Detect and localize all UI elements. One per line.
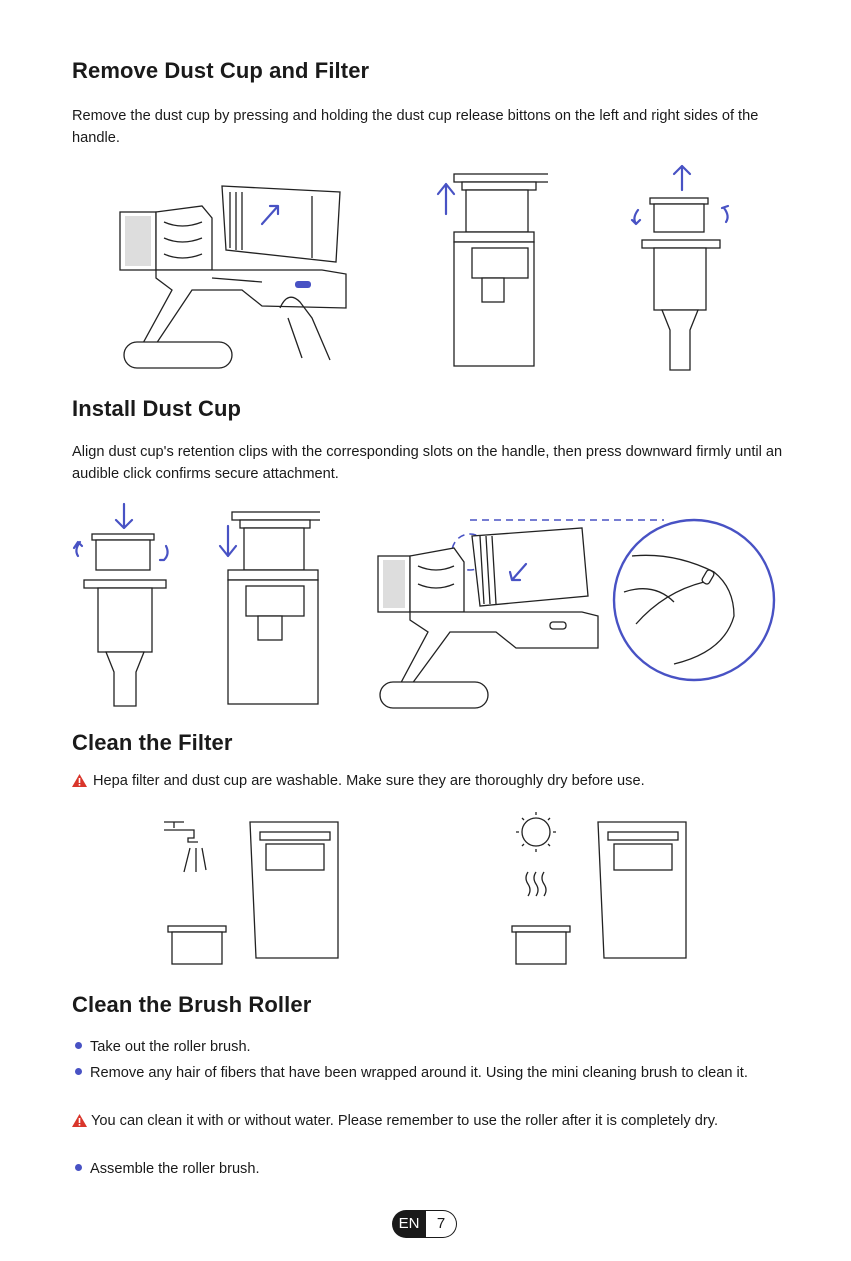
bullet-icon <box>75 1164 82 1171</box>
filter-insert-illustration <box>72 502 169 707</box>
vacuum-remove-illustration <box>119 185 347 369</box>
list-item-warning: You can clean it with or without water. … <box>72 1110 792 1132</box>
list-item: Remove any hair of fibers that have been… <box>72 1062 792 1084</box>
warning-icon <box>72 1114 87 1127</box>
dust-cup-lift-illustration <box>436 173 548 367</box>
language-badge: EN <box>392 1210 426 1238</box>
filter-twist-illustration <box>630 164 730 371</box>
dust-cup-press-illustration <box>218 511 320 705</box>
section-title-roller: Clean the Brush Roller <box>72 992 312 1017</box>
section-title-filter: Clean the Filter <box>72 730 233 755</box>
list-item: Take out the roller brush. <box>72 1036 251 1058</box>
vacuum-install-illustration <box>377 518 776 709</box>
section-text-install: Align dust cup's retention clips with th… <box>72 444 783 482</box>
bullet-icon <box>75 1068 82 1075</box>
section-title-remove: Remove Dust Cup and Filter <box>72 58 370 83</box>
dry-illustration <box>511 812 687 965</box>
warning-icon <box>72 774 87 787</box>
section-title-install: Install Dust Cup <box>72 396 242 421</box>
page-indicator: EN 7 <box>392 1210 458 1238</box>
section-warning-filter: Hepa filter and dust cup are washable. M… <box>71 770 791 792</box>
bullet-icon <box>75 1042 82 1049</box>
section-text-remove: Remove the dust cup by pressing and hold… <box>72 108 759 146</box>
page-number: 7 <box>426 1210 457 1238</box>
wash-illustration <box>164 821 339 965</box>
list-item: Assemble the roller brush. <box>72 1158 260 1180</box>
